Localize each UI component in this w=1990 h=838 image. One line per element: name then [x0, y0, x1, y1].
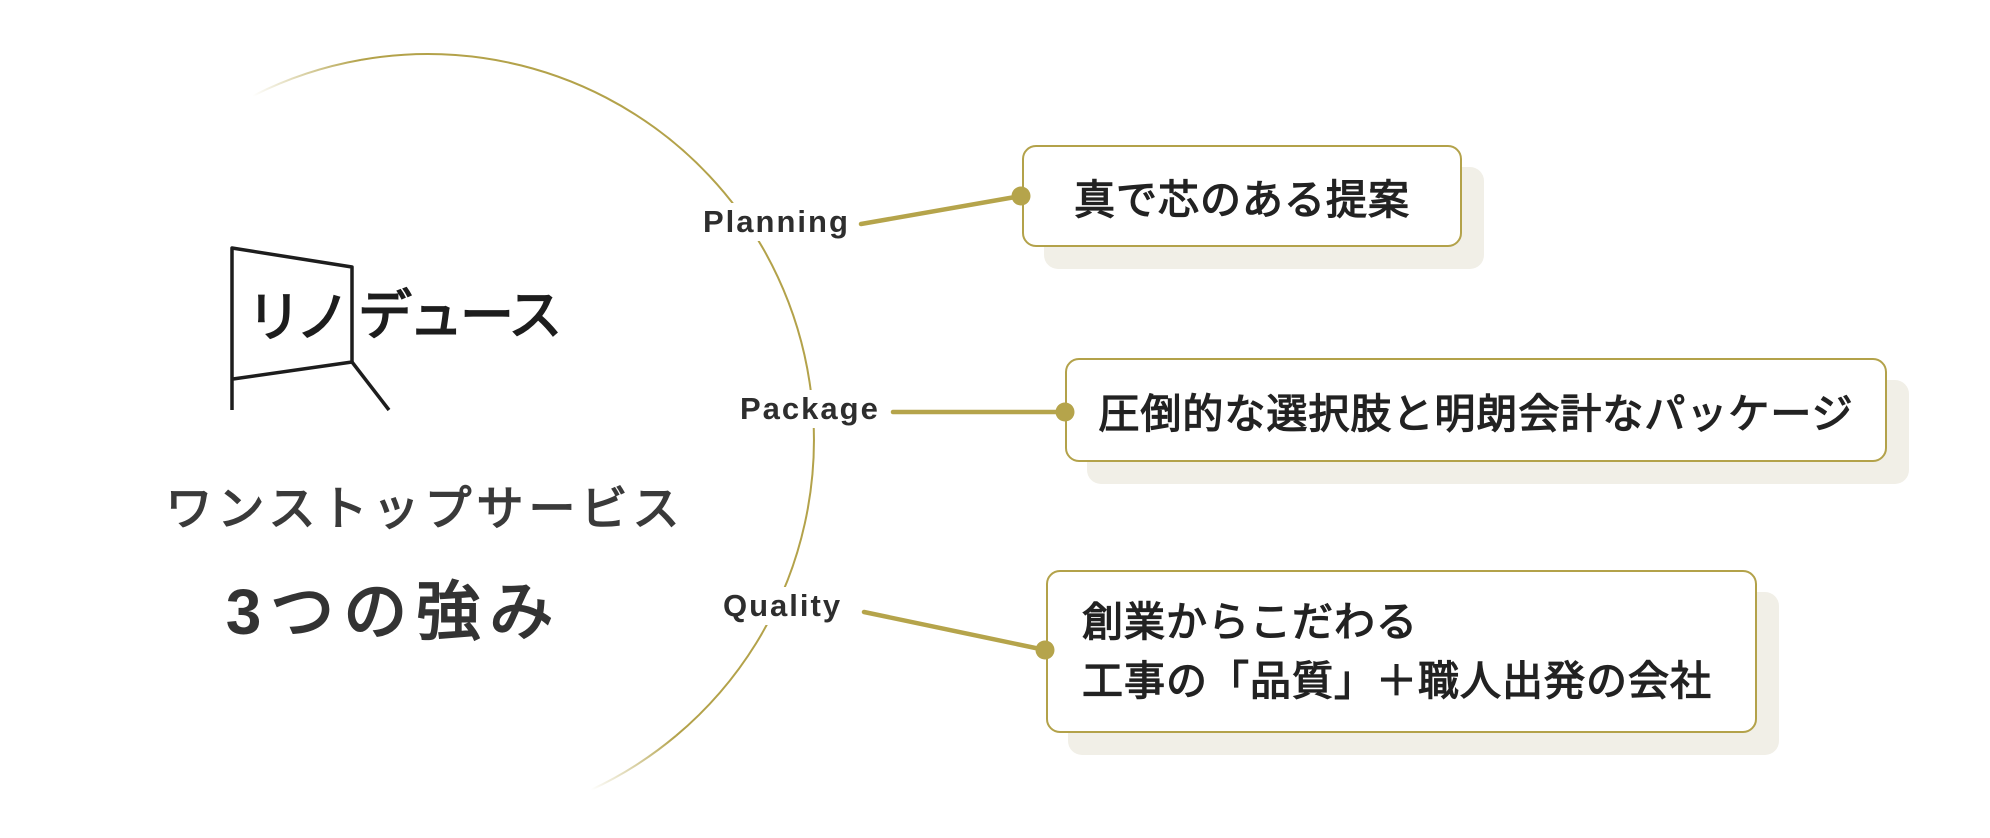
callout-package: 圧倒的な選択肢と明朗会計なパッケージ — [1065, 358, 1887, 462]
logo-text-outer: デュース — [358, 286, 562, 346]
label-planning: Planning — [700, 203, 853, 242]
callout-planning-text: 真で芯のある提案 — [1074, 177, 1410, 223]
logo-signboard-leg-icon — [350, 360, 391, 412]
callout-planning: 真で芯のある提案 — [1022, 145, 1462, 247]
label-package: Package — [737, 390, 883, 429]
title-line-1: ワンストップサービス — [165, 482, 685, 535]
logo-text-inner: リノ — [247, 288, 350, 348]
label-quality: Quality — [720, 587, 846, 626]
connector-line-quality — [861, 609, 1048, 653]
logo-signboard-icon — [230, 246, 354, 410]
callout-quality: 創業からこだわる 工事の「品質」＋職人出発の会社 — [1046, 570, 1757, 733]
circle-arc-fade-bottom — [590, 734, 677, 791]
callout-package-text: 圧倒的な選択肢と明朗会計なパッケージ — [1098, 391, 1854, 437]
callout-quality-text-line2: 工事の「品質」＋職人出発の会社 — [1082, 657, 1712, 704]
callout-quality-text-line1: 創業からこだわる — [1082, 599, 1418, 646]
title-line-2: 3つの強み — [225, 576, 563, 648]
circle-arc-fade-top — [252, 58, 362, 97]
connector-line-planning — [858, 193, 1024, 227]
